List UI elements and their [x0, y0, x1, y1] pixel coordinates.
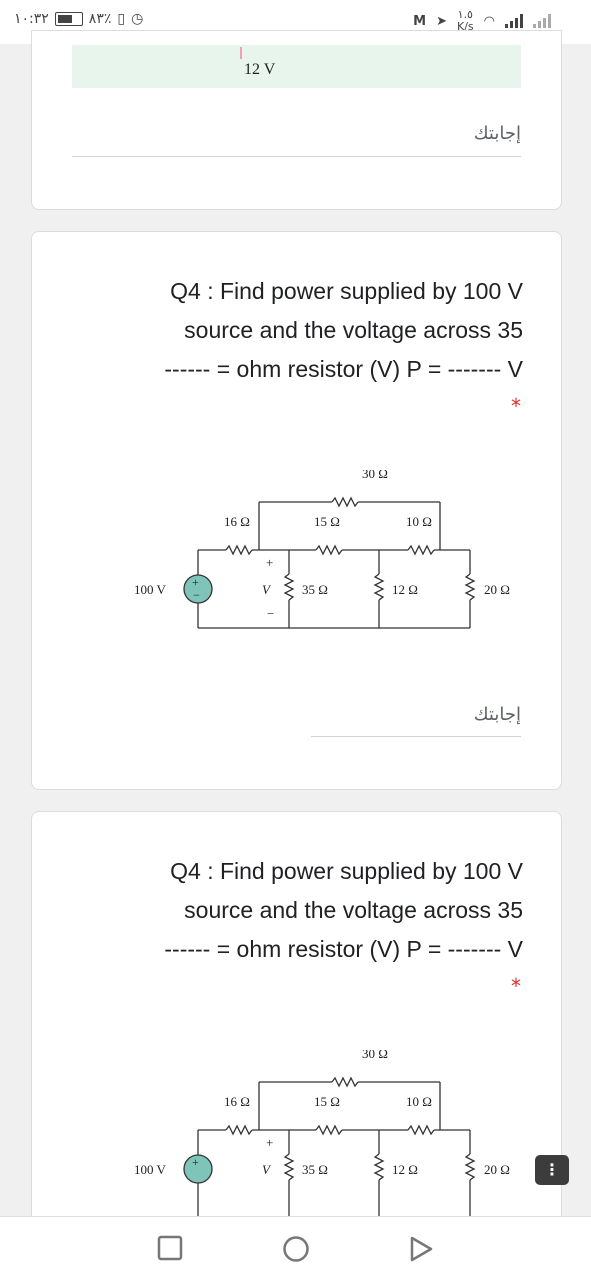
send-icon: ➤ — [436, 13, 447, 29]
status-time: ١٠:٣٢ — [14, 11, 49, 27]
square-recents-icon[interactable] — [157, 1235, 183, 1265]
battery-percent: ٨٣٪ — [88, 11, 112, 27]
v-minus: − — [267, 606, 274, 621]
circuit-svg: + 100 V 30 Ω 16 Ω 15 Ω 10 Ω + V 35 Ω 12 … — [134, 1046, 510, 1220]
r-35-label: 35 Ω — [302, 1162, 328, 1177]
circle-home-icon[interactable] — [282, 1235, 310, 1267]
wifi-icon: ◠ — [483, 13, 495, 29]
battery-icon — [54, 12, 83, 26]
required-asterisk: * — [511, 394, 521, 418]
question-image: 12 V — [72, 45, 521, 88]
question-line: ------ = ohm resistor (V) P = ------- V — [164, 356, 523, 382]
answer-input-placeholder[interactable]: إجابتك — [473, 704, 521, 725]
r-16-label: 16 Ω — [224, 514, 250, 529]
status-right: M ➤ ١.٥ K/s ◠ — [413, 9, 551, 33]
r-30-label: 30 Ω — [362, 1050, 388, 1061]
network-speed: ١.٥ K/s — [457, 9, 474, 33]
triangle-back-icon[interactable] — [408, 1235, 434, 1267]
question-card: Q4 : Find power supplied by 100 V source… — [31, 811, 562, 1232]
question-line: Q4 : Find power supplied by 100 V — [170, 858, 523, 884]
image-mark — [240, 47, 242, 59]
r-12-label: 12 Ω — [392, 1162, 418, 1177]
signal-2-icon — [533, 14, 551, 28]
r-20-label: 20 Ω — [484, 582, 510, 597]
question-line: ------ = ohm resistor (V) P = ------- V — [164, 936, 523, 962]
r-30-label: 30 Ω — [362, 470, 388, 481]
source-label: 100 V — [134, 582, 167, 597]
voltage-source-icon — [183, 574, 213, 604]
answer-input-underline[interactable] — [72, 156, 521, 157]
source-plus: + — [192, 575, 199, 589]
question-line: source and the voltage across 35 — [184, 317, 523, 343]
required-asterisk: * — [511, 974, 521, 998]
sim-icon: ▯ — [117, 11, 126, 27]
r-10-label: 10 Ω — [406, 514, 432, 529]
v-label: V — [262, 582, 272, 597]
r-16-label: 16 Ω — [224, 1094, 250, 1109]
status-left: ١٠:٣٢ ٨٣٪ ▯ ◷ — [14, 11, 143, 27]
alarm-icon: ◷ — [131, 11, 144, 27]
r-35-label: 35 Ω — [302, 582, 328, 597]
v-label: V — [262, 1162, 272, 1177]
speed-value: ١.٥ — [457, 8, 473, 21]
r-15-label: 15 Ω — [314, 1094, 340, 1109]
gmail-icon: M — [413, 13, 427, 29]
voltage-source-icon — [183, 1154, 213, 1184]
question-card-previous: 12 V إجابتك — [31, 30, 562, 210]
image-voltage-label: 12 V — [244, 61, 276, 78]
signal-icon — [505, 14, 523, 28]
r-20-label: 20 Ω — [484, 1162, 510, 1177]
question-line: source and the voltage across 35 — [184, 897, 523, 923]
source-label: 100 V — [134, 1162, 167, 1177]
v-plus: + — [266, 1135, 273, 1150]
answer-input-underline[interactable] — [311, 736, 521, 737]
r-15-label: 15 Ω — [314, 514, 340, 529]
source-plus: + — [192, 1155, 199, 1169]
r-12-label: 12 Ω — [392, 582, 418, 597]
question-card: Q4 : Find power supplied by 100 V source… — [31, 231, 562, 790]
v-plus: + — [266, 555, 273, 570]
feedback-button[interactable]: ⋮ — [535, 1155, 569, 1185]
question-text: Q4 : Find power supplied by 100 V source… — [77, 852, 523, 969]
system-nav-bar — [0, 1216, 591, 1281]
question-text: Q4 : Find power supplied by 100 V source… — [77, 272, 523, 389]
source-minus: − — [193, 588, 200, 602]
circuit-diagram: + − 100 V 30 Ω 16 Ω 15 Ω 10 Ω + V − 35 Ω… — [94, 466, 514, 644]
question-line: Q4 : Find power supplied by 100 V — [170, 278, 523, 304]
speed-unit: K/s — [457, 20, 474, 33]
answer-input-placeholder[interactable]: إجابتك — [473, 123, 521, 144]
circuit-diagram: + 100 V 30 Ω 16 Ω 15 Ω 10 Ω + V 35 Ω 12 … — [94, 1046, 514, 1224]
circuit-svg: + − 100 V 30 Ω 16 Ω 15 Ω 10 Ω + V − 35 Ω… — [134, 466, 510, 629]
r-10-label: 10 Ω — [406, 1094, 432, 1109]
